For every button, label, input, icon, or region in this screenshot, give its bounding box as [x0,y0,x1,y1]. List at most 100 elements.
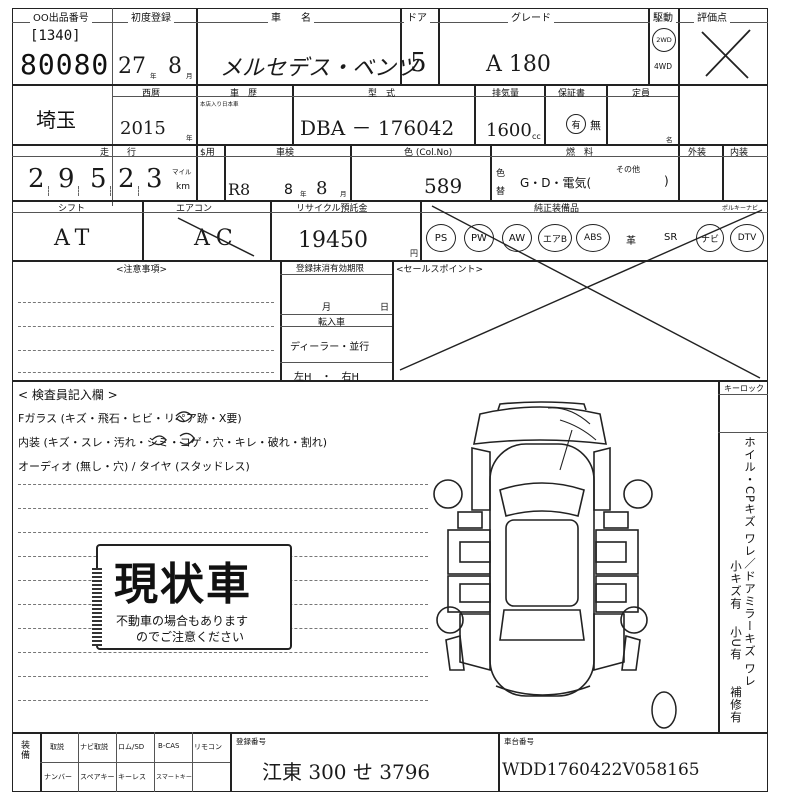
color-char: 色 [496,169,506,179]
reg-month-unit: 月 [186,72,193,80]
inspection-line-glass: Fガラス (キズ・飛石・ヒビ・リペア跡・X要) [18,412,242,425]
shift-label: シフト [58,204,86,214]
fuel-options: G・D・電気( [520,176,592,190]
reg-year-unit: 年 [150,72,157,80]
equipment-list: PS PW AW エアB ABS 革 SR ナビ DTV [424,220,768,256]
prefecture: 埼玉 [36,108,76,132]
handle-label: 左H ・ 右H [294,372,360,383]
score-mark [701,29,751,79]
keylock-label: キーロック [724,384,764,393]
color-label: 色 (Col.No) [404,148,453,158]
spare-wheel-icon [651,691,677,729]
equipment-dtv: DTV [730,224,764,252]
score-label: 評価点 [694,9,730,24]
inspection-year-unit: 年 [300,190,307,198]
warranty-no: 無 [590,119,601,132]
color-number: 589 [424,174,463,198]
aircon-value: AC [194,226,239,251]
model-year: 2015 [120,118,166,139]
side-note-sub2: 小U有 [729,626,743,661]
fuel-label: 燃 料 [566,148,594,158]
history-sub: 本店入り日本車 [200,102,239,108]
dealer-label: ディーラー・並行 [290,342,370,353]
navi-label: ポルキーナビ [722,205,759,212]
as-is-stamp-title: 現状車 [114,559,252,610]
meter-label: $用 [200,148,215,158]
cancel-day: 日 [380,303,390,313]
car-name: メルセデス・ベンツ [220,56,419,81]
inspection-label: 車検 [276,148,295,158]
footer-item-spare-key: スペアキー [80,773,115,781]
mileage-digit: 2 [118,164,135,194]
inspection-line-interior: 内装 (キズ・スレ・汚れ・シミ・コゲ・穴・キレ・破れ・割れ) [18,436,328,449]
mileage-digits: 2 9 5 2 3 [18,160,168,198]
recycle-label: リサイクル預託金 [296,204,368,214]
mileage-digit: 9 [58,164,75,194]
inspection-line-audio: オーディオ (無し・穴) / タイヤ (スタッドレス) [18,460,250,473]
warranty-label: 保証書 [558,89,586,99]
drive-4wd-option: 4WD [654,62,672,71]
notes-label: <注意事項> [116,265,168,275]
as-is-stamp-line1: 不動車の場合もあります [116,614,249,628]
car-diagram [433,401,653,697]
footer-item-remote: リモコン [194,743,222,751]
model-year-unit: 年 [186,134,193,142]
reg-month: 8 [168,54,182,79]
displacement-value: 1600 [486,120,532,141]
transfer-label: 転入車 [318,318,346,328]
exterior-label: 外装 [688,148,707,158]
fuel-other: その他 [616,165,640,174]
inspection-title: < 検査員記入欄 > [18,388,118,402]
fuel-close: ) [664,174,669,188]
cancel-month: 月 [322,303,332,313]
recycle-yen: 円 [410,249,418,258]
car-name-label: 車 名 [268,9,314,24]
inspection-year: 8 [284,182,293,198]
auction-label: OO出品番号 [30,9,92,24]
equipment-label: 純正装備品 [534,204,580,214]
inspection-scribbles [151,411,195,446]
equipment-navi: ナビ [696,224,724,252]
sales-cross [399,205,763,379]
recycle-value: 19450 [298,228,368,253]
equipment-side-label: 装備 [19,740,29,760]
mile-unit: マイル [172,168,192,176]
equipment-aw: AW [502,224,532,252]
footer-item-keyless: キーレス [118,773,146,781]
inspection-month: 8 [316,178,328,199]
door-count: 5 [410,48,427,78]
equipment-abs: ABS [576,224,610,252]
chassis-label: 車台番号 [504,737,534,746]
mileage-digit: 5 [90,164,107,194]
equipment-leather: 革 [626,236,636,247]
plate-value: 江東 300 せ 3796 [262,760,431,784]
footer-item-navi-manual: ナビ取説 [80,743,108,751]
grade-value: A 180 [486,52,551,77]
equipment-ps: PS [426,224,456,252]
lot-code: [1340] [30,28,81,44]
year-label: 西暦 [142,89,161,99]
footer-item-manual: 取説 [50,743,64,751]
plate-label: 登録番号 [236,737,266,746]
side-note-main: ホイル・CPキズ ワレ／ドアミラーキズ ワレ [743,436,757,688]
drive-label: 駆動 [650,9,676,24]
capacity-label: 定員 [632,89,651,99]
history-label: 車 歴 [230,89,258,99]
drive-2wd-option: 2WD [652,28,676,52]
cancel-label: 登録抹消有効期限 [296,264,365,274]
aircon-strike [177,217,255,257]
mileage-label: 走 行 [100,148,137,158]
chassis-value: WDD1760422V058165 [502,760,700,780]
cc-unit: cc [532,132,541,141]
door-label: ドア [404,9,430,24]
sales-label: <セールスポイント> [396,265,484,275]
score-value: X [700,40,701,41]
mileage-digit: 3 [146,164,163,194]
first-reg-label: 初度登録 [128,9,174,24]
lot-number: 80080 [20,48,110,81]
displacement-label: 排気量 [492,89,520,99]
mileage-digit: 2 [28,164,45,194]
footer-item-rom: ロム/SD [118,743,145,751]
sheet-frame [12,8,768,792]
side-note-sub1: 小キズ有 [729,560,743,610]
